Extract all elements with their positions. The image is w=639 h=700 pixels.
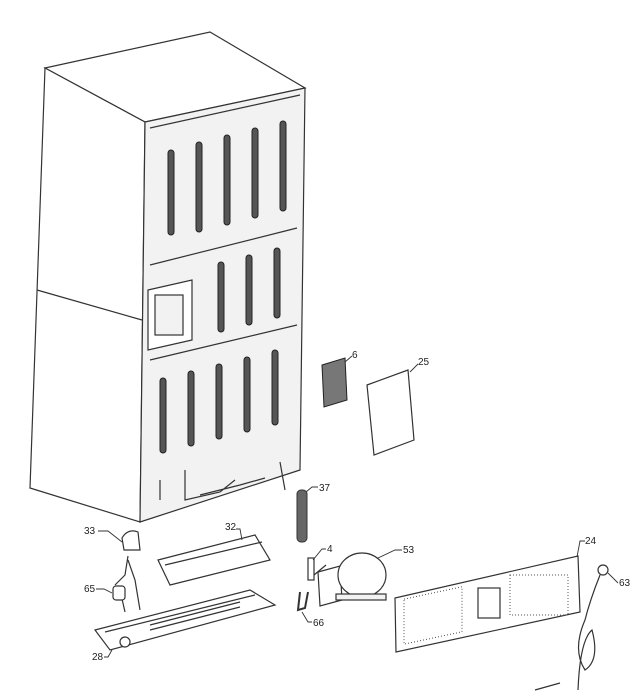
refrigerator-cabinet: [29, 31, 307, 523]
callout-65: 65: [84, 584, 96, 595]
callout-63: 63: [619, 578, 631, 589]
callout-37: 37: [319, 483, 331, 494]
callout-33: 33: [84, 526, 96, 537]
part-37-tube[interactable]: 37: [296, 483, 331, 543]
callout-25: 25: [418, 357, 430, 368]
part-65-capacitor-harness[interactable]: 65: [84, 555, 141, 613]
callout-24: 24: [585, 536, 597, 547]
callout-4: 4: [327, 544, 333, 555]
part-28-base-pan[interactable]: 28: [92, 589, 277, 663]
part-63-power-cord[interactable]: 63: [534, 564, 631, 691]
callout-53: 53: [403, 545, 415, 556]
part-25-cover-panel[interactable]: 25: [366, 357, 430, 456]
part-4-relay[interactable]: 4: [307, 544, 333, 581]
part-6-control-board[interactable]: 6: [321, 350, 358, 408]
callout-6: 6: [352, 350, 358, 361]
callout-66: 66: [313, 618, 325, 629]
callout-32: 32: [225, 522, 237, 533]
part-53-compressor[interactable]: 53: [317, 545, 415, 607]
callout-28: 28: [92, 652, 104, 663]
part-24-rear-grille[interactable]: 24: [394, 536, 597, 653]
part-66-wire[interactable]: 66: [296, 591, 325, 629]
part-33-cover[interactable]: 33: [84, 526, 141, 551]
part-32-drain-tray[interactable]: 32: [157, 522, 271, 586]
